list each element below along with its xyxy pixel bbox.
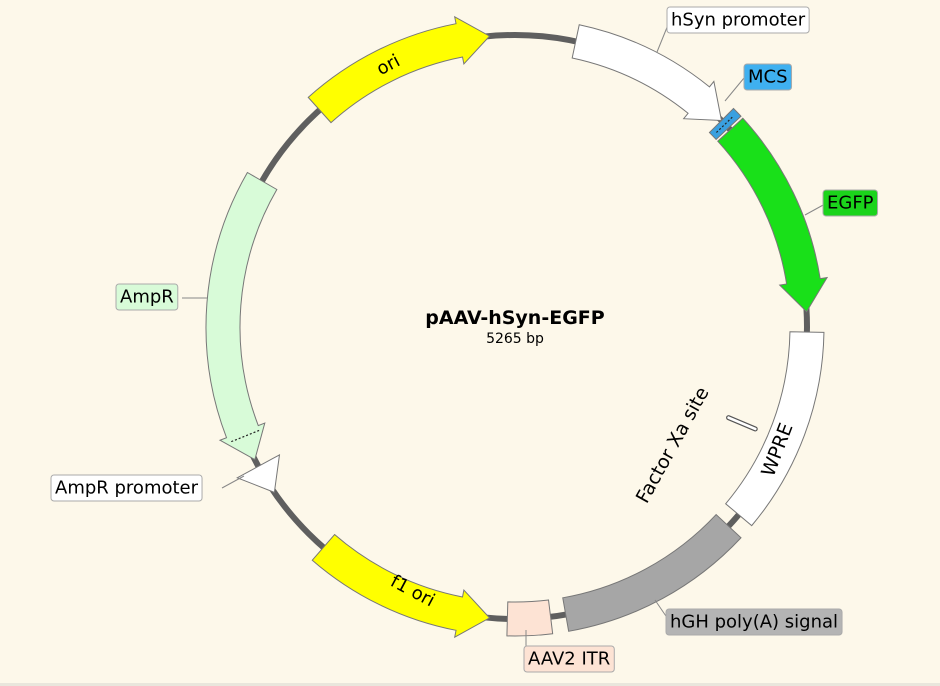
feature-hgh-polya[interactable] xyxy=(562,513,742,632)
feature-ampr-promoter[interactable] xyxy=(236,453,281,494)
feature-factor-xa-marker-fill xyxy=(727,416,757,431)
ampr-label[interactable]: AmpR xyxy=(115,283,179,311)
mcs-leader xyxy=(724,77,745,102)
ampr-promoter-label-text: AmpR promoter xyxy=(55,478,199,499)
hgh-polya-label[interactable]: hGH poly(A) signal xyxy=(665,608,843,636)
egfp-label[interactable]: EGFP xyxy=(822,189,879,217)
mcs-marker xyxy=(715,115,735,133)
bottom-divider xyxy=(0,683,940,686)
ampr-promoter-label-box xyxy=(50,474,203,502)
mcs-label-text: MCS xyxy=(748,67,788,88)
aav2-itr-label-text: AAV2 ITR xyxy=(528,649,610,670)
hgh-polya-label-text: hGH poly(A) signal xyxy=(670,612,838,633)
ampr-label-text: AmpR xyxy=(120,287,174,308)
hsyn-promoter-label[interactable]: hSyn promoter xyxy=(666,6,810,34)
feature-ampr[interactable] xyxy=(205,171,278,461)
plasmid-name: pAAV-hSyn-EGFP xyxy=(425,307,604,329)
factor-xa-site-label: Factor Xa site xyxy=(632,383,714,507)
feature-aav2-itr[interactable] xyxy=(506,599,554,637)
feature-f1-ori[interactable] xyxy=(311,533,491,639)
feature-wpre[interactable] xyxy=(724,331,825,527)
mcs-label[interactable]: MCS xyxy=(743,63,793,91)
ampr-promoter-label[interactable]: AmpR promoter xyxy=(50,474,203,502)
aav2-itr-label[interactable]: AAV2 ITR xyxy=(523,645,615,673)
ampr-promoter-leader xyxy=(221,475,245,489)
feature-egfp[interactable] xyxy=(717,117,829,313)
ampr-marker xyxy=(229,429,260,443)
egfp-label-text: EGFP xyxy=(827,193,874,214)
egfp-leader xyxy=(804,203,826,216)
aav2-itr-label-box xyxy=(523,645,615,673)
feature-ori[interactable] xyxy=(307,15,491,124)
hsyn-promoter-label-text: hSyn promoter xyxy=(671,10,806,31)
feature-hsyn-promoter[interactable] xyxy=(571,24,723,122)
ampr-label-box xyxy=(115,283,179,311)
plasmid-length: 5265 bp xyxy=(486,331,544,347)
hsyn-promoter-label-box xyxy=(666,6,810,34)
mcs-label-box xyxy=(743,63,793,91)
egfp-label-box xyxy=(822,189,879,217)
hgh-polya-label-box xyxy=(665,608,843,636)
